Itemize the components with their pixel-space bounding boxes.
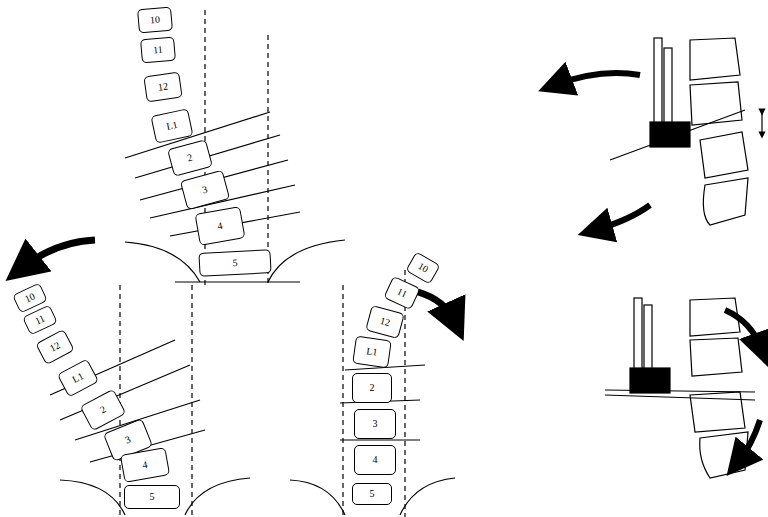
rotation-arrow: [595, 205, 650, 230]
vertebra-body: L1: [57, 359, 99, 398]
vertebra-number: 5: [232, 258, 238, 268]
endplate-line: [605, 390, 755, 392]
vertebra-number: L1: [71, 371, 86, 385]
plumb-line: [342, 285, 343, 517]
vertebra-body: 2: [352, 373, 392, 403]
vertebra-number: 11: [396, 286, 409, 299]
vertebra-number: 4: [217, 221, 224, 232]
endplate-line: [340, 439, 420, 440]
vertebra-lateral: [690, 38, 740, 80]
distraction-arrow: [761, 112, 762, 135]
rod-implant: [654, 38, 662, 133]
vertebra-lateral: [700, 132, 748, 178]
vertebra-body: 2: [167, 139, 213, 176]
vertebra-body: 10: [405, 251, 440, 284]
rotation-arrow: [725, 310, 762, 350]
pelvis-outline: [60, 480, 125, 515]
vertebra-lateral: [703, 178, 748, 225]
rod-implant: [664, 48, 672, 133]
rotation-arrow: [555, 73, 640, 85]
vertebra-number: 4: [373, 455, 378, 465]
vertebra-number: 5: [150, 492, 155, 502]
rod-implant: [644, 305, 652, 378]
pelvis-outline: [400, 478, 455, 515]
vertebra-number: L1: [366, 346, 378, 357]
vertebra-body: 5: [124, 485, 180, 509]
vertebra-body: 4: [195, 206, 246, 246]
vertebra-number: 3: [124, 434, 132, 445]
vertebra-number: 5: [370, 489, 375, 499]
vertebra-number: 10: [416, 261, 430, 275]
rotation-arrow: [738, 420, 760, 462]
endplate-line: [605, 395, 755, 400]
rotation-arrow: [22, 240, 95, 268]
vertebra-body: 11: [140, 37, 176, 64]
vertebra-number: 2: [98, 404, 107, 415]
vertebra-number: 4: [142, 460, 149, 471]
vertebra-number: 10: [150, 15, 161, 26]
vertebra-body: 12: [143, 72, 182, 103]
pelvis-outline: [125, 242, 200, 282]
pelvis-outline: [268, 240, 345, 282]
vertebra-body: 3: [180, 170, 230, 210]
pelvis-outline: [175, 281, 300, 282]
vertebra-body: 10: [137, 7, 173, 34]
rod-implant: [634, 298, 642, 378]
pelvis-outline: [290, 480, 345, 515]
vertebra-body: 12: [365, 305, 405, 339]
vertebra-number: 11: [34, 313, 47, 326]
vertebra-number: 12: [48, 340, 62, 354]
rotation-arrow: [418, 292, 455, 322]
vertebra-body: 5: [352, 483, 392, 505]
vertebra-number: 2: [370, 383, 375, 393]
vertebra-number: 10: [23, 291, 36, 304]
vertebra-number: 3: [201, 185, 208, 196]
plumb-line: [191, 285, 192, 517]
endplate-line: [60, 365, 190, 420]
vertebra-number: 11: [153, 45, 163, 56]
vertebra-lateral: [690, 338, 742, 376]
pelvis-outline: [185, 478, 250, 515]
vertebra-number: 12: [379, 316, 391, 328]
vertebra-body: 12: [35, 329, 75, 365]
plumb-line: [267, 35, 268, 285]
vertebra-body: 11: [383, 276, 420, 310]
vertebra-number: 2: [186, 153, 193, 164]
endplate-line: [610, 110, 745, 160]
vertebra-number: L1: [166, 120, 179, 132]
vertebra-body: 3: [354, 409, 396, 439]
vertebra-number: 12: [157, 81, 168, 92]
vertebra-body: 4: [354, 445, 396, 475]
vertebra-number: 3: [373, 419, 378, 429]
vertebra-body: 5: [198, 249, 271, 277]
vertebra-lateral: [690, 82, 742, 125]
clamp-implant: [630, 368, 670, 393]
vertebra-body: L1: [352, 336, 392, 369]
